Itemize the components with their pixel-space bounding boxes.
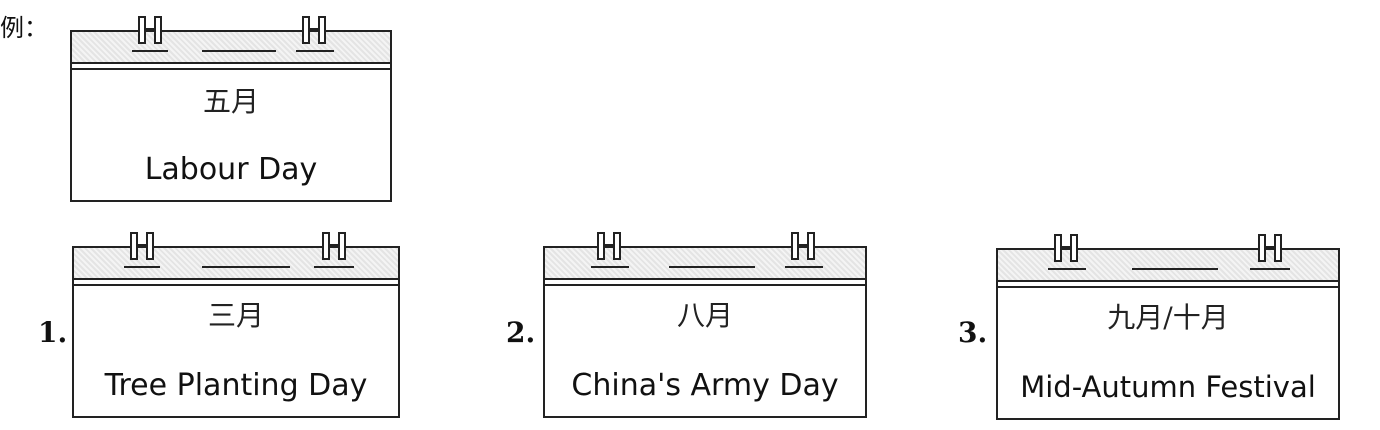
binder-ring-icon [138, 16, 162, 44]
calendar-binding [998, 234, 1338, 288]
binder-ring-icon [302, 16, 326, 44]
item-number-3: 3. [958, 316, 988, 349]
festival-name: Mid-Autumn Festival [1020, 370, 1316, 404]
calendar-card-1: 三月 Tree Planting Day [72, 232, 400, 418]
calendar-binding [72, 16, 390, 70]
binder-ring-icon [1258, 234, 1282, 262]
calendar-binding [74, 232, 398, 286]
binder-ring-icon [322, 232, 346, 260]
binder-ring-icon [1054, 234, 1078, 262]
binder-ring-icon [597, 232, 621, 260]
month-label: 三月 [207, 299, 264, 332]
festival-name: Tree Planting Day [104, 368, 368, 403]
calendar-card-3: 九月/十月 Mid-Autumn Festival [996, 234, 1340, 420]
calendar-card-2: 八月 China's Army Day [543, 232, 867, 418]
calendar-card-example: 五月 Labour Day [70, 16, 392, 202]
festival-name: China's Army Day [571, 368, 839, 403]
month-label: 五月 [202, 85, 259, 118]
month-label: 八月 [676, 299, 733, 332]
example-label: 例： [0, 14, 48, 42]
festival-name: Labour Day [144, 152, 318, 187]
binder-ring-icon [791, 232, 815, 260]
item-number-1: 1. [38, 316, 68, 349]
item-number-2: 2. [506, 316, 536, 349]
binder-ring-icon [130, 232, 154, 260]
month-label: 九月/十月 [1107, 301, 1229, 334]
calendar-binding [545, 232, 865, 286]
